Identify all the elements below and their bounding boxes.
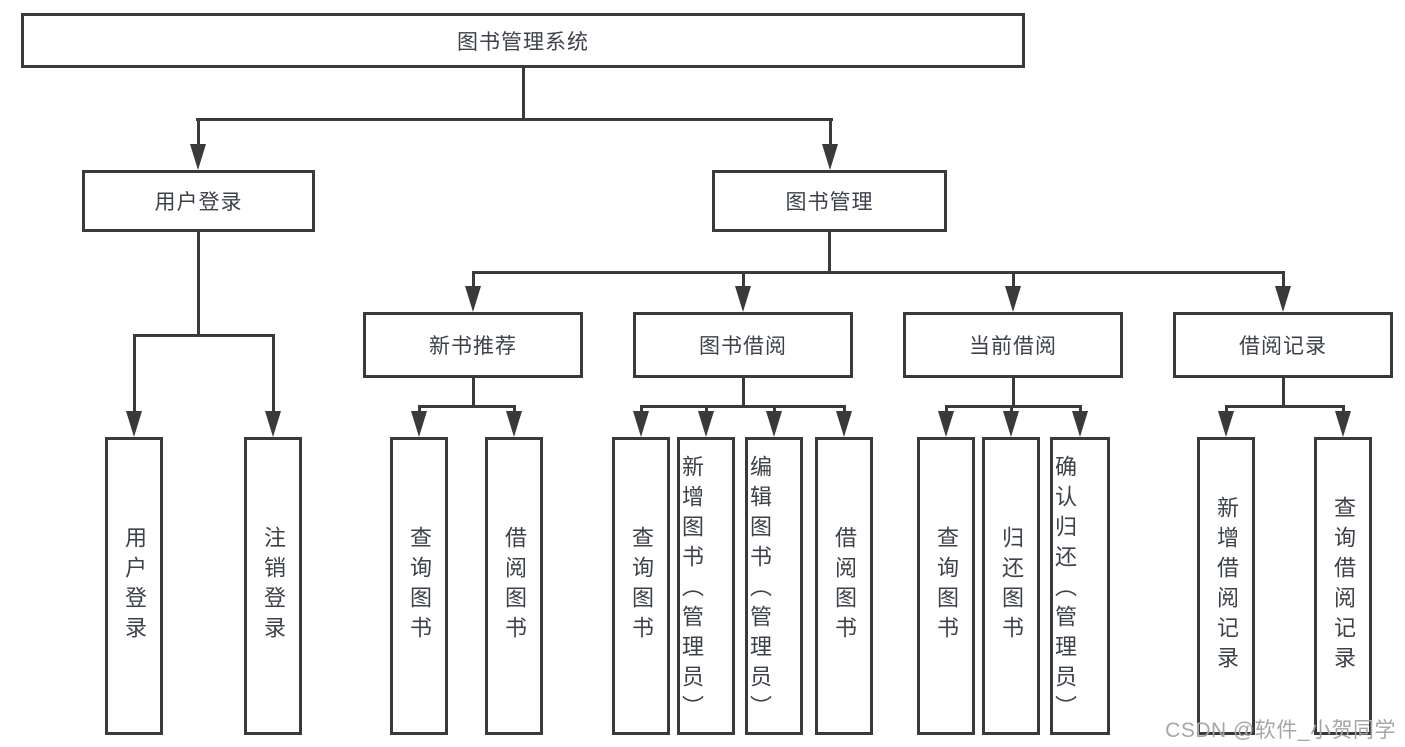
connector-drop-current-borrow: [1012, 271, 1015, 288]
arrowhead-newbook2: [506, 411, 522, 437]
connector-drop-book-borrow: [742, 271, 745, 288]
connector-drop-bookborrow2: [705, 405, 708, 413]
leaf-borrow-borrow: 借阅图书: [815, 437, 873, 735]
connector-bookmgmt-rail: [472, 271, 1284, 274]
arrowhead-bookborrow3: [766, 411, 782, 437]
arrowhead-book-mgmt: [822, 144, 838, 170]
arrowhead-book-borrow: [735, 286, 751, 312]
node-new-book: 新书推荐: [363, 312, 583, 378]
connector-drop-newbook1: [418, 405, 421, 413]
connector-record-rail: [1225, 405, 1345, 408]
arrowhead-record1: [1218, 411, 1234, 437]
node-book-mgmt: 图书管理: [712, 170, 947, 232]
connector-bookborrow-rail: [640, 405, 845, 408]
leaf-borrow-borrow-label: 借阅图书: [832, 526, 857, 646]
connector-drop-record2: [1342, 405, 1345, 413]
leaf-newbook-query-label: 查询图书: [407, 526, 432, 646]
node-root: 图书管理系统: [21, 13, 1025, 68]
connector-root-stem: [522, 68, 525, 121]
connector-newbook-stem: [472, 378, 475, 408]
connector-userlogin-rail: [133, 334, 275, 337]
leaf-borrow-add-admin-label: 新增图书（管理员）: [679, 455, 704, 725]
node-book-borrow-label: 图书借阅: [699, 335, 787, 358]
leaf-current-confirm-admin-label: 确认归还（管理员）: [1052, 455, 1077, 725]
leaf-user-login: 用户登录: [105, 437, 163, 735]
connector-drop-bookborrow4: [843, 405, 846, 413]
node-book-mgmt-label: 图书管理: [785, 191, 874, 214]
connector-root-rail: [196, 118, 833, 121]
connector-current-stem: [1012, 378, 1015, 408]
connector-drop-bookborrow1: [640, 405, 643, 413]
connector-drop-current1: [945, 405, 948, 413]
connector-drop-new-book: [472, 271, 475, 288]
arrowhead-new-book: [465, 286, 481, 312]
arrowhead-current3: [1072, 411, 1088, 437]
node-current-borrow-label: 当前借阅: [969, 335, 1057, 358]
connector-bookborrow-stem: [742, 378, 745, 408]
leaf-newbook-query: 查询图书: [390, 437, 448, 735]
leaf-newbook-borrow-label: 借阅图书: [502, 526, 527, 646]
arrowhead-user-login: [190, 144, 206, 170]
leaf-record-query-label: 查询借阅记录: [1331, 496, 1356, 676]
connector-drop-borrow-record: [1282, 271, 1285, 288]
csdn-watermark: CSDN @软件_小贺同学: [1165, 719, 1396, 742]
connector-record-stem: [1282, 378, 1285, 408]
arrowhead-leaf-login1: [126, 411, 142, 437]
node-book-borrow: 图书借阅: [633, 312, 853, 378]
arrowhead-current2: [1003, 411, 1019, 437]
node-new-book-label: 新书推荐: [429, 335, 517, 358]
connector-drop-leaf-login1: [133, 334, 136, 413]
arrowhead-record2: [1335, 411, 1351, 437]
arrowhead-leaf-login2: [265, 411, 281, 437]
arrowhead-bookborrow2: [698, 411, 714, 437]
node-current-borrow: 当前借阅: [903, 312, 1123, 378]
leaf-current-return: 归还图书: [982, 437, 1040, 735]
connector-drop-current2: [1010, 405, 1013, 413]
leaf-record-query: 查询借阅记录: [1314, 437, 1372, 735]
leaf-current-query: 查询图书: [917, 437, 975, 735]
arrowhead-bookborrow1: [633, 411, 649, 437]
connector-drop-newbook2: [513, 405, 516, 413]
connector-drop-book-mgmt: [829, 118, 832, 146]
arrowhead-current-borrow: [1005, 286, 1021, 312]
connector-userlogin-stem: [197, 232, 200, 337]
leaf-borrow-edit-admin: 编辑图书（管理员）: [745, 437, 803, 735]
leaf-record-add-label: 新增借阅记录: [1214, 496, 1239, 676]
node-root-label: 图书管理系统: [457, 30, 589, 54]
leaf-borrow-query: 查询图书: [612, 437, 670, 735]
leaf-user-login-label: 用户登录: [122, 526, 147, 646]
connector-drop-user-login: [197, 118, 200, 146]
connector-drop-leaf-login2: [272, 334, 275, 413]
leaf-current-query-label: 查询图书: [934, 526, 959, 646]
leaf-newbook-borrow: 借阅图书: [485, 437, 543, 735]
connector-bookmgmt-stem: [828, 232, 831, 274]
node-user-login-label: 用户登录: [154, 191, 243, 214]
connector-drop-record1: [1225, 405, 1228, 413]
leaf-current-confirm-admin: 确认归还（管理员）: [1050, 437, 1110, 735]
node-borrow-record-label: 借阅记录: [1239, 335, 1327, 358]
connector-drop-bookborrow3: [773, 405, 776, 413]
connector-drop-current3: [1079, 405, 1082, 413]
leaf-logout: 注销登录: [244, 437, 302, 735]
leaf-borrow-add-admin: 新增图书（管理员）: [677, 437, 735, 735]
arrowhead-borrow-record: [1275, 286, 1291, 312]
leaf-logout-label: 注销登录: [261, 526, 286, 646]
leaf-borrow-query-label: 查询图书: [629, 526, 654, 646]
arrowhead-bookborrow4: [836, 411, 852, 437]
node-user-login: 用户登录: [82, 170, 315, 232]
leaf-record-add: 新增借阅记录: [1197, 437, 1255, 735]
leaf-current-return-label: 归还图书: [999, 526, 1024, 646]
arrowhead-newbook1: [411, 411, 427, 437]
arrowhead-current1: [938, 411, 954, 437]
connector-newbook-rail: [418, 405, 516, 408]
connector-current-rail: [945, 405, 1081, 408]
node-borrow-record: 借阅记录: [1173, 312, 1393, 378]
leaf-borrow-edit-admin-label: 编辑图书（管理员）: [747, 455, 772, 725]
